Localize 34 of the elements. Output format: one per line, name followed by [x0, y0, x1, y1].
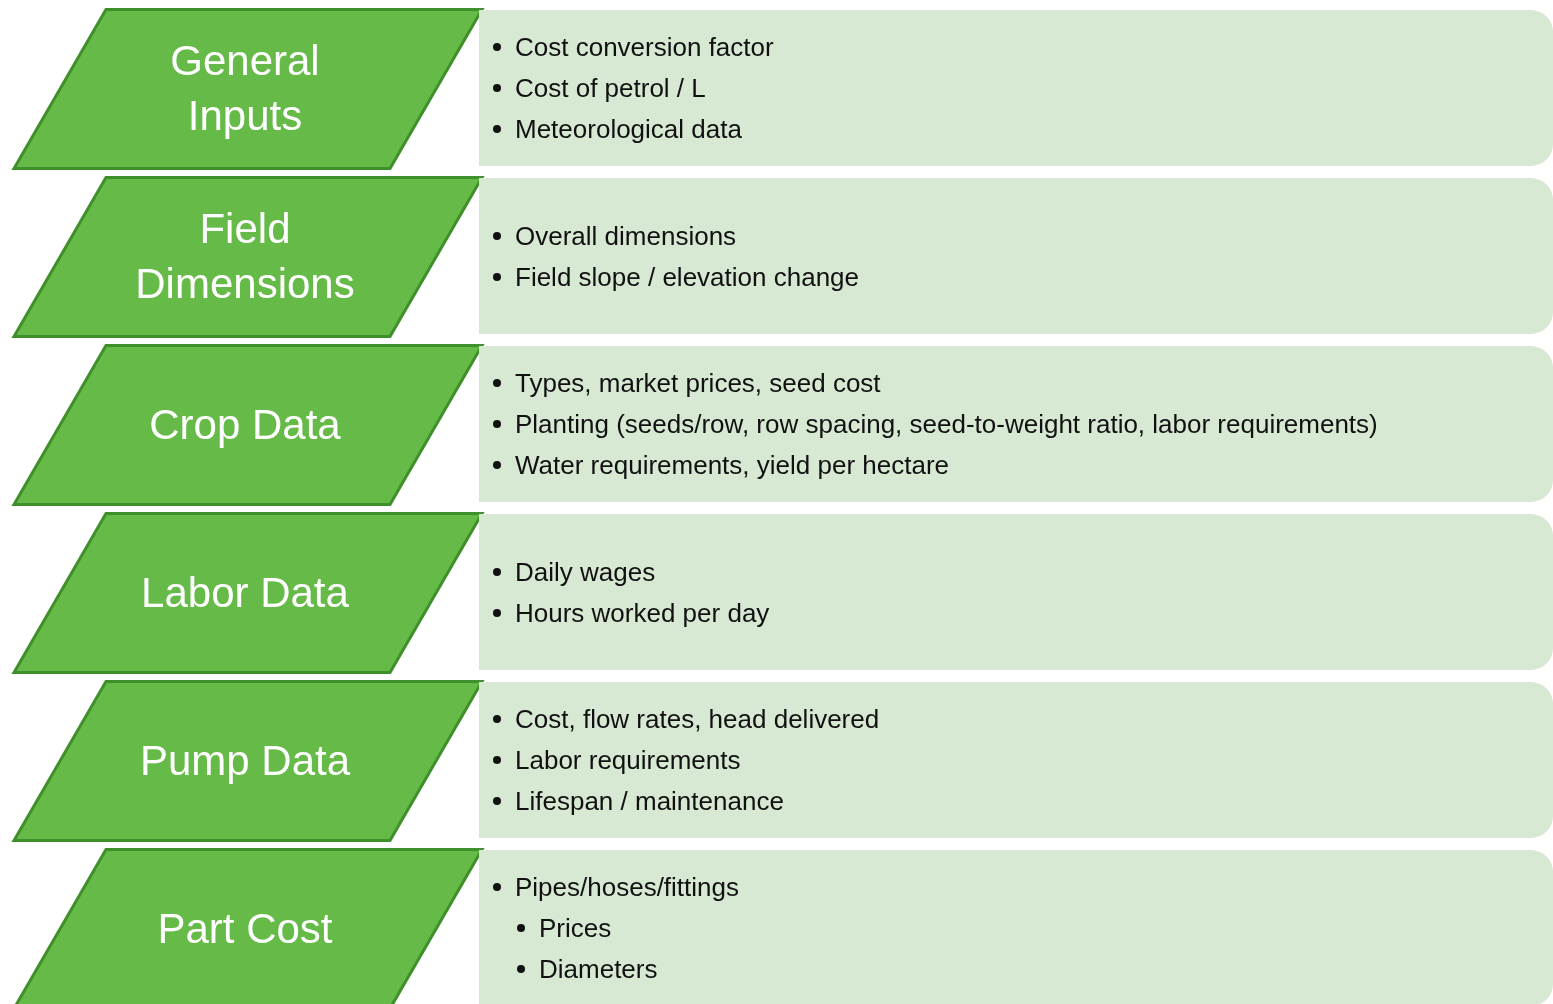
- bullet-item: Planting (seeds/row, row spacing, seed-to-weight ratio, labor requirements): [515, 408, 1378, 440]
- category-parallelogram: [12, 680, 484, 842]
- bullet-item: Prices: [539, 912, 612, 944]
- category-label: Field Dimensions: [134, 204, 356, 309]
- details-panel: [479, 346, 1553, 502]
- details-panel: [479, 514, 1553, 670]
- details-panel: [479, 178, 1553, 334]
- bullet-item: Cost conversion factor: [515, 31, 774, 63]
- bullet-item: Overall dimensions: [515, 219, 737, 252]
- details-panel: [479, 850, 1553, 1004]
- bullet-item: Cost, flow rates, head delivered: [515, 703, 880, 735]
- category-label: General Inputs: [169, 36, 321, 141]
- category-label: Crop Data: [148, 399, 342, 450]
- category-label: Part Cost: [156, 903, 334, 954]
- category-parallelogram: [12, 848, 484, 1004]
- category-parallelogram: [12, 176, 484, 338]
- bullet-item: Field slope / elevation change: [515, 260, 859, 293]
- details-panel: [479, 682, 1553, 838]
- bullet-item: Labor requirements: [515, 744, 741, 776]
- category-parallelogram: [12, 8, 484, 170]
- bullet-item: Meteorological data: [515, 113, 742, 145]
- category-parallelogram: [12, 344, 484, 506]
- bullet-item: Cost of petrol / L: [515, 72, 706, 104]
- category-label: Pump Data: [138, 735, 352, 786]
- bullet-item: Daily wages: [515, 555, 656, 588]
- category-parallelogram: [12, 512, 484, 674]
- bullet-item: Pipes/hoses/fittings: [515, 871, 739, 903]
- bullet-item: Diameters: [539, 953, 658, 985]
- details-panel: [479, 10, 1553, 166]
- category-label: Labor Data: [140, 567, 350, 618]
- bullet-item: Types, market prices, seed cost: [515, 367, 881, 399]
- bullet-item: Hours worked per day: [515, 596, 770, 629]
- bullet-item: Lifespan / maintenance: [515, 785, 784, 817]
- bullet-item: Water requirements, yield per hectare: [515, 449, 949, 481]
